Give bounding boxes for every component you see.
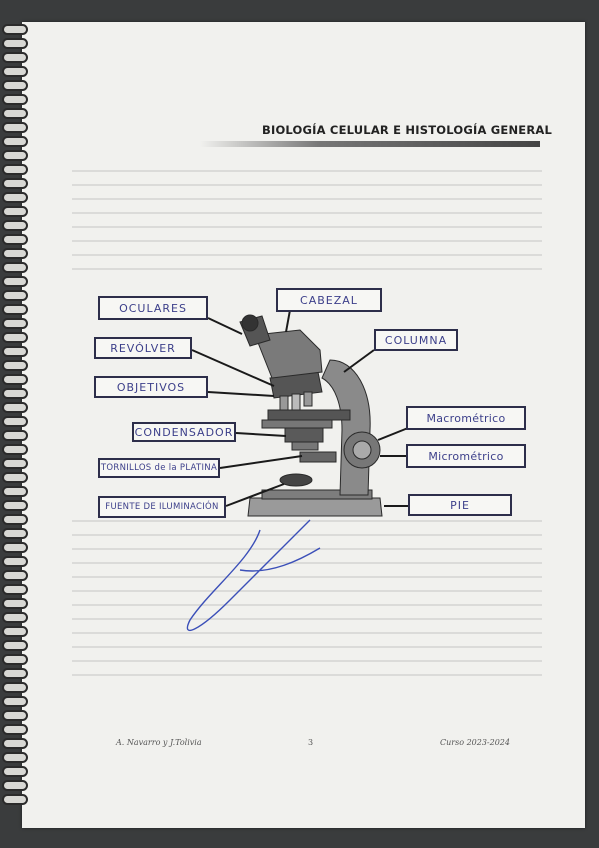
label-pie: PIE <box>408 494 512 516</box>
label-tornillos-platina: TORNILLOS de la PLATINA <box>98 458 220 478</box>
signature-scribble <box>186 519 321 631</box>
spiral-ring <box>2 150 28 161</box>
spiral-ring <box>2 374 28 385</box>
spiral-ring <box>2 724 28 735</box>
spiral-ring <box>2 178 28 189</box>
spiral-ring <box>2 360 28 371</box>
label-cabezal: CABEZAL <box>276 288 382 312</box>
spiral-ring <box>2 612 28 623</box>
spiral-ring <box>2 290 28 301</box>
spiral-ring <box>2 192 28 203</box>
label-columna: COLUMNA <box>374 329 458 351</box>
page-header-title: BIOLOGÍA CELULAR E HISTOLOGÍA GENERAL <box>262 123 553 137</box>
label-oculares: OCULARES <box>98 296 208 320</box>
spiral-ring <box>2 500 28 511</box>
spiral-ring <box>2 234 28 245</box>
spiral-ring <box>2 248 28 259</box>
spiral-ring <box>2 388 28 399</box>
spiral-ring <box>2 402 28 413</box>
leader-lines <box>191 309 409 507</box>
spiral-ring <box>2 584 28 595</box>
footer-course: Curso 2023-2024 <box>440 738 510 747</box>
spiral-ring <box>2 472 28 483</box>
spiral-ring <box>2 794 28 805</box>
spiral-ring <box>2 416 28 427</box>
spiral-ring <box>2 780 28 791</box>
label-condensador: CONDENSADOR <box>132 422 236 442</box>
spiral-ring <box>2 640 28 651</box>
footer-page-number: 3 <box>308 738 314 747</box>
spiral-ring <box>2 318 28 329</box>
spiral-ring <box>2 24 28 35</box>
spiral-ring <box>2 528 28 539</box>
spiral-ring <box>2 80 28 91</box>
spiral-ring <box>2 626 28 637</box>
spiral-ring <box>2 444 28 455</box>
spiral-ring <box>2 136 28 147</box>
label-objetivos: OBJETIVOS <box>94 376 208 398</box>
spiral-ring <box>2 542 28 553</box>
spiral-ring <box>2 514 28 525</box>
spiral-ring <box>2 262 28 273</box>
spiral-ring <box>2 164 28 175</box>
microscope-illustration <box>239 314 383 517</box>
spiral-ring <box>2 430 28 441</box>
spiral-ring <box>2 752 28 763</box>
spiral-ring <box>2 94 28 105</box>
spiral-ring <box>2 346 28 357</box>
spiral-ring <box>2 458 28 469</box>
spiral-ring <box>2 682 28 693</box>
spiral-ring <box>2 696 28 707</box>
label-fuente-iluminacion: FUENTE DE ILUMINACIÓN <box>98 496 226 518</box>
spiral-ring <box>2 556 28 567</box>
spiral-ring <box>2 38 28 49</box>
footer-authors: A. Navarro y J.Tolivia <box>116 738 202 747</box>
spiral-ring <box>2 304 28 315</box>
spiral-ring <box>2 332 28 343</box>
spiral-ring <box>2 206 28 217</box>
spiral-ring <box>2 486 28 497</box>
spiral-ring <box>2 654 28 665</box>
header-rule <box>200 141 540 147</box>
label-macrometrico: Macrométrico <box>406 406 526 430</box>
label-revolver: REVÓLVER <box>94 337 192 359</box>
label-micrometrico: Micrométrico <box>406 444 526 468</box>
spiral-ring <box>2 220 28 231</box>
spiral-ring <box>2 766 28 777</box>
spiral-ring <box>2 52 28 63</box>
spiral-ring <box>2 276 28 287</box>
spiral-ring <box>2 668 28 679</box>
spiral-ring <box>2 710 28 721</box>
spiral-ring <box>2 738 28 749</box>
spiral-ring <box>2 122 28 133</box>
spiral-ring <box>2 598 28 609</box>
spiral-ring <box>2 66 28 77</box>
spiral-ring <box>2 108 28 119</box>
spiral-binding <box>0 24 28 824</box>
spiral-ring <box>2 570 28 581</box>
